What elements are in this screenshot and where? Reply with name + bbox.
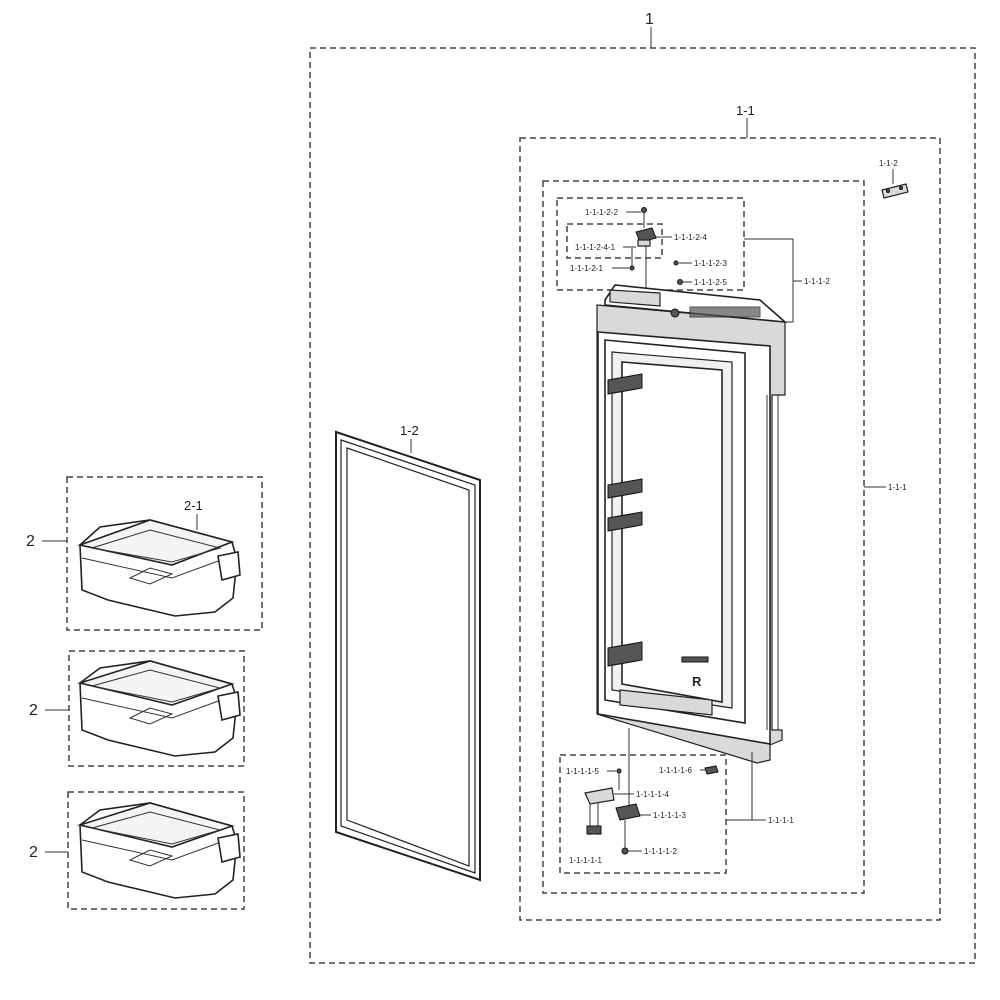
door-bin-2 bbox=[76, 660, 241, 757]
door-assy-box bbox=[519, 137, 941, 921]
bin-part-label: 2-1 bbox=[184, 498, 203, 513]
bottom-part-6-label: 1-1-1-1-6 bbox=[659, 766, 692, 775]
hinge-parts bbox=[629, 207, 683, 300]
bin-label-2: 2 bbox=[29, 702, 38, 719]
door-foam-box bbox=[542, 180, 865, 894]
hinge-group-label: 1-1-1-2 bbox=[804, 277, 830, 286]
hinge-screw-top-label: 1-1-1-2-2 bbox=[585, 208, 618, 217]
assembly-1-label: 1 bbox=[645, 11, 654, 28]
bottom-part-4-label: 1-1-1-1-4 bbox=[636, 790, 669, 799]
bin-label-1: 2 bbox=[26, 533, 35, 550]
gasket-label: 1-2 bbox=[400, 423, 419, 438]
bottom-hinge-parts bbox=[584, 728, 719, 855]
door-assy-label: 1-1 bbox=[736, 103, 755, 118]
bottom-group-box bbox=[559, 754, 727, 874]
bottom-group-bracket bbox=[726, 752, 753, 821]
bin-box-2 bbox=[68, 650, 245, 767]
bottom-part-1-label: 1-1-1-1-1 bbox=[569, 856, 602, 865]
hinge-block-label: 1-1-1-2-4 bbox=[674, 233, 707, 242]
bin-box-3 bbox=[67, 791, 245, 910]
handle-part bbox=[881, 183, 909, 199]
handle-label: 1-1-2 bbox=[879, 159, 898, 168]
hinge-part-5-label: 1-1-1-2-5 bbox=[694, 278, 727, 287]
door-foam-label: 1-1-1 bbox=[888, 483, 907, 492]
hinge-part-1-label: 1-1-1-2-1 bbox=[570, 264, 603, 273]
bin-label-3: 2 bbox=[29, 844, 38, 861]
door-bin-3 bbox=[76, 802, 241, 899]
bottom-part-2-label: 1-1-1-1-2 bbox=[644, 847, 677, 856]
door-bin-1 bbox=[77, 519, 241, 617]
hinge-subgroup-box bbox=[566, 223, 663, 259]
bottom-part-3-label: 1-1-1-1-3 bbox=[653, 811, 686, 820]
bottom-part-5-label: 1-1-1-1-5 bbox=[566, 767, 599, 776]
hinge-part-4-1-label: 1-1-1-2-4-1 bbox=[575, 243, 616, 252]
bottom-group-label: 1-1-1-1 bbox=[768, 816, 794, 825]
assembly-1-box bbox=[309, 47, 976, 964]
door-gasket bbox=[335, 430, 481, 882]
door-body bbox=[596, 284, 788, 764]
hinge-part-3-label: 1-1-1-2-3 bbox=[694, 259, 727, 268]
bin-box-1 bbox=[66, 476, 263, 631]
door-letter: R bbox=[692, 674, 702, 689]
